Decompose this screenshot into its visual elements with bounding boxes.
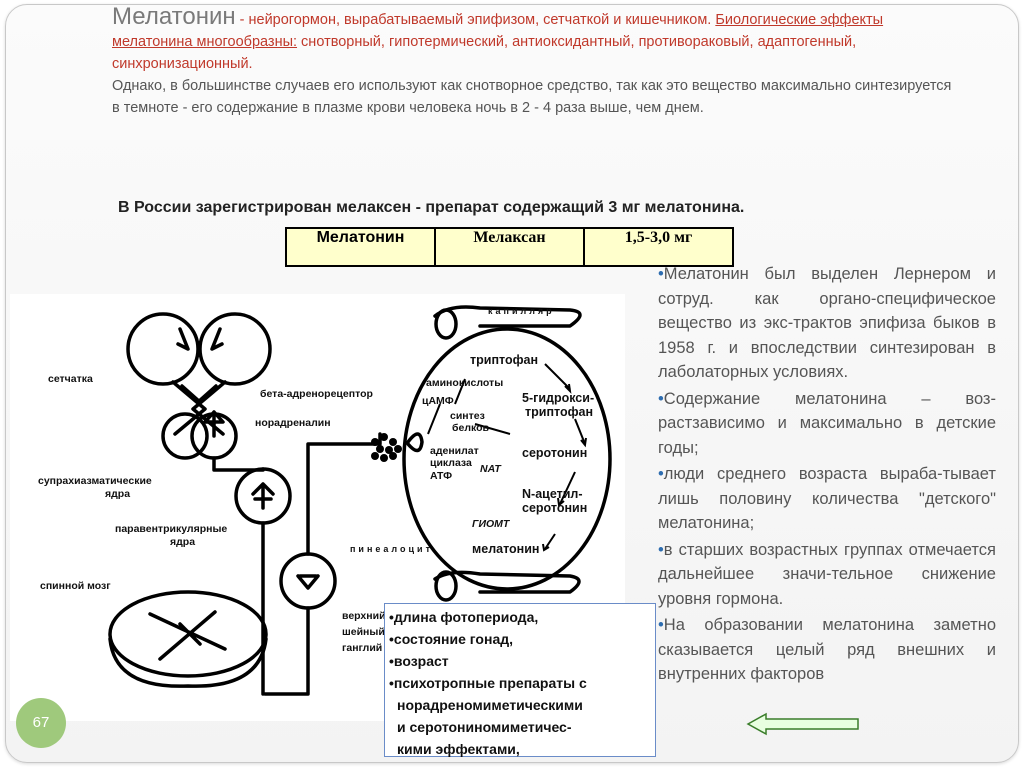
intro-text: Мелатонин - нейрогормон, вырабатываемый … [112,3,958,119]
label-acetyl-1: N-ацетил- [522,487,583,501]
factor-psychotropic-3: и серотониномиметичес- [397,719,572,735]
definition: - нейрогормон, вырабатываемый эпифизом, … [235,12,716,28]
left-arrow-icon [746,712,859,736]
label-spinal-cord: спинной мозг [40,580,111,592]
drug-cell-substance: Мелатонин [285,227,436,267]
nucleus-left-shape [161,412,209,460]
bullet-list: •Мелатонин был выделен Лернером и сотруд… [658,262,996,689]
page-number-badge: 67 [16,698,66,748]
list-item: •Мелатонин был выделен Лернером и сотруд… [658,265,996,381]
label-noradrenaline: норадреналин [255,417,331,429]
label-nat: NAT [480,463,502,475]
bullet-marker: • [658,265,664,283]
right-eye-shape [198,312,272,386]
label-adenylate-2: циклаза [430,457,472,469]
russia-registration-line: В России зарегистрирован мелаксен - преп… [118,199,745,216]
intro-paragraph: Однако, в большинстве случаев его исполь… [112,78,952,116]
label-camp: цАМФ [422,395,454,407]
pathway-svg: сетчатка супрахиазматические ядра параве… [38,305,612,696]
label-adenylate-1: аденилат [430,445,479,457]
label-suprachiasmatic-1: супрахиазматические [38,475,152,487]
label-hydroxy-1: 5-гидрокси- [522,391,594,405]
label-hydroxy-2: триптофан [525,405,593,419]
label-ganglion-1: верхний [342,610,386,622]
label-capillary: капилляр [488,306,555,316]
factor-gonads: •состояние гонад, [389,631,514,647]
label-suprachiasmatic-2: ядра [105,488,130,500]
drug-cell-dose: 1,5-3,0 мг [583,227,734,267]
label-atp: АТФ [430,470,452,482]
factors-box: •длина фотопериода, •состояние гонад, •в… [384,603,656,757]
list-item: •Содержание мелатонина – воз-растзависим… [658,389,996,457]
label-hiomt: ГИОМТ [472,518,511,530]
label-paraventricular-1: паравентрикулярные [115,523,227,535]
pinealocyte-shape [402,327,612,591]
label-ganglion-2: шейный [342,626,385,638]
label-synthesis-2: белков [452,422,490,434]
effects-list: снотворный, гипотермический, антиоксидан… [112,34,857,72]
left-eye-shape [126,312,200,386]
drug-table: Мелатонин Мелаксан 1,5-3,0 мг [285,227,734,267]
factor-psychotropic-2: норадреномиметическими [397,697,583,713]
bullet-marker: • [658,616,664,634]
factor-psychotropic: •психотропные препараты с [389,675,587,691]
ganglion-shape [279,552,337,610]
label-ganglion-3: ганглий [342,642,382,654]
factor-age: •возраст [389,653,449,669]
label-beta-receptor: бета-адренорецептор [260,388,373,400]
list-item: •в старших возрастных группах отмечается… [658,540,996,608]
table-row: Мелатонин Мелаксан 1,5-3,0 мг [285,227,734,267]
bullet-marker: • [658,389,664,408]
factor-psychotropic-4: кими эффектами, [397,741,520,757]
label-paraventricular-2: ядра [170,536,195,548]
label-acetyl-2: серотонин [522,501,587,515]
label-synthesis-1: синтез [450,410,485,422]
label-amino-acids: аминокислоты [426,377,503,389]
list-item: •люди среднего возраста выраба-тывает ли… [658,465,996,532]
slide-title: Мелатонин [112,3,236,30]
label-melatonin: мелатонин [472,542,539,556]
bullet-marker: • [658,540,664,559]
label-tryptophan: триптофан [470,353,538,367]
drug-cell-brand: Мелаксан [434,227,585,267]
label-pinealocyte: пинеалоцит [350,544,433,554]
label-retina: сетчатка [48,373,93,385]
bullet-marker: • [658,465,664,483]
spinal-cord-shape [108,590,268,678]
label-serotonin: серотонин [522,446,587,460]
list-item: •На образовании мелатонина заметно сказы… [658,616,996,683]
factor-photoperiod: •длина фотопериода, [389,609,539,625]
effects-label: Биологические эффекты мелатонина многооб… [112,12,884,50]
